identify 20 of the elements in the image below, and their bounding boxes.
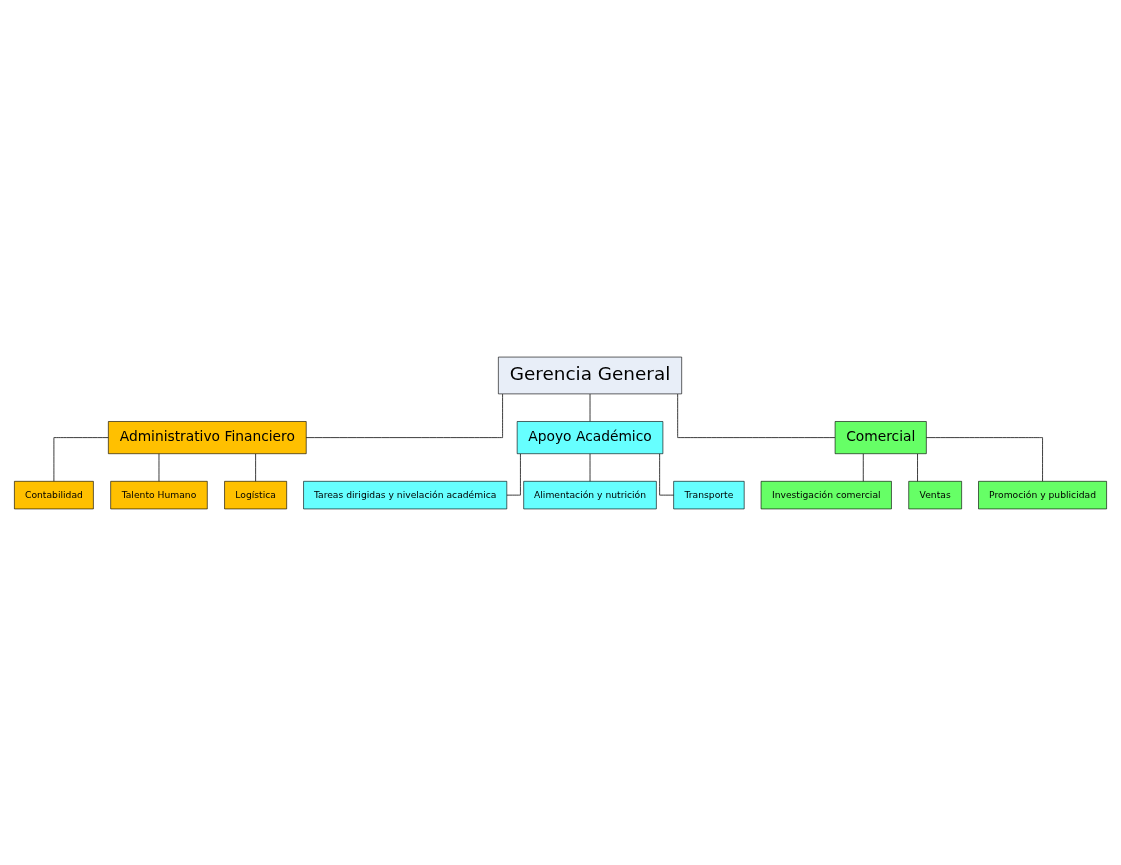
node-box: Ventas	[908, 480, 962, 509]
node-box: Comercial	[834, 420, 927, 454]
connector	[677, 393, 836, 438]
connector	[305, 393, 503, 438]
node-box: Alimentación y nutrición	[523, 480, 657, 509]
node-box: Investigación comercial	[760, 480, 892, 509]
node-box: Promoción y publicidad	[978, 480, 1107, 509]
node-box: Tareas dirigidas y nivelación académica	[303, 480, 508, 509]
node-box: Logística	[224, 480, 287, 509]
node-box: Talento Humano	[110, 480, 208, 509]
connector	[917, 453, 918, 482]
node-box: Transporte	[673, 480, 745, 509]
node-box: Contabilidad	[14, 480, 94, 509]
connector	[53, 436, 109, 482]
connector	[589, 393, 591, 422]
node-box: Apoyo Académico	[516, 420, 664, 454]
connector	[255, 453, 256, 482]
connector	[926, 436, 1043, 482]
node-box: Gerencia General	[498, 356, 682, 394]
node-box: Administrativo Financiero	[108, 420, 307, 454]
